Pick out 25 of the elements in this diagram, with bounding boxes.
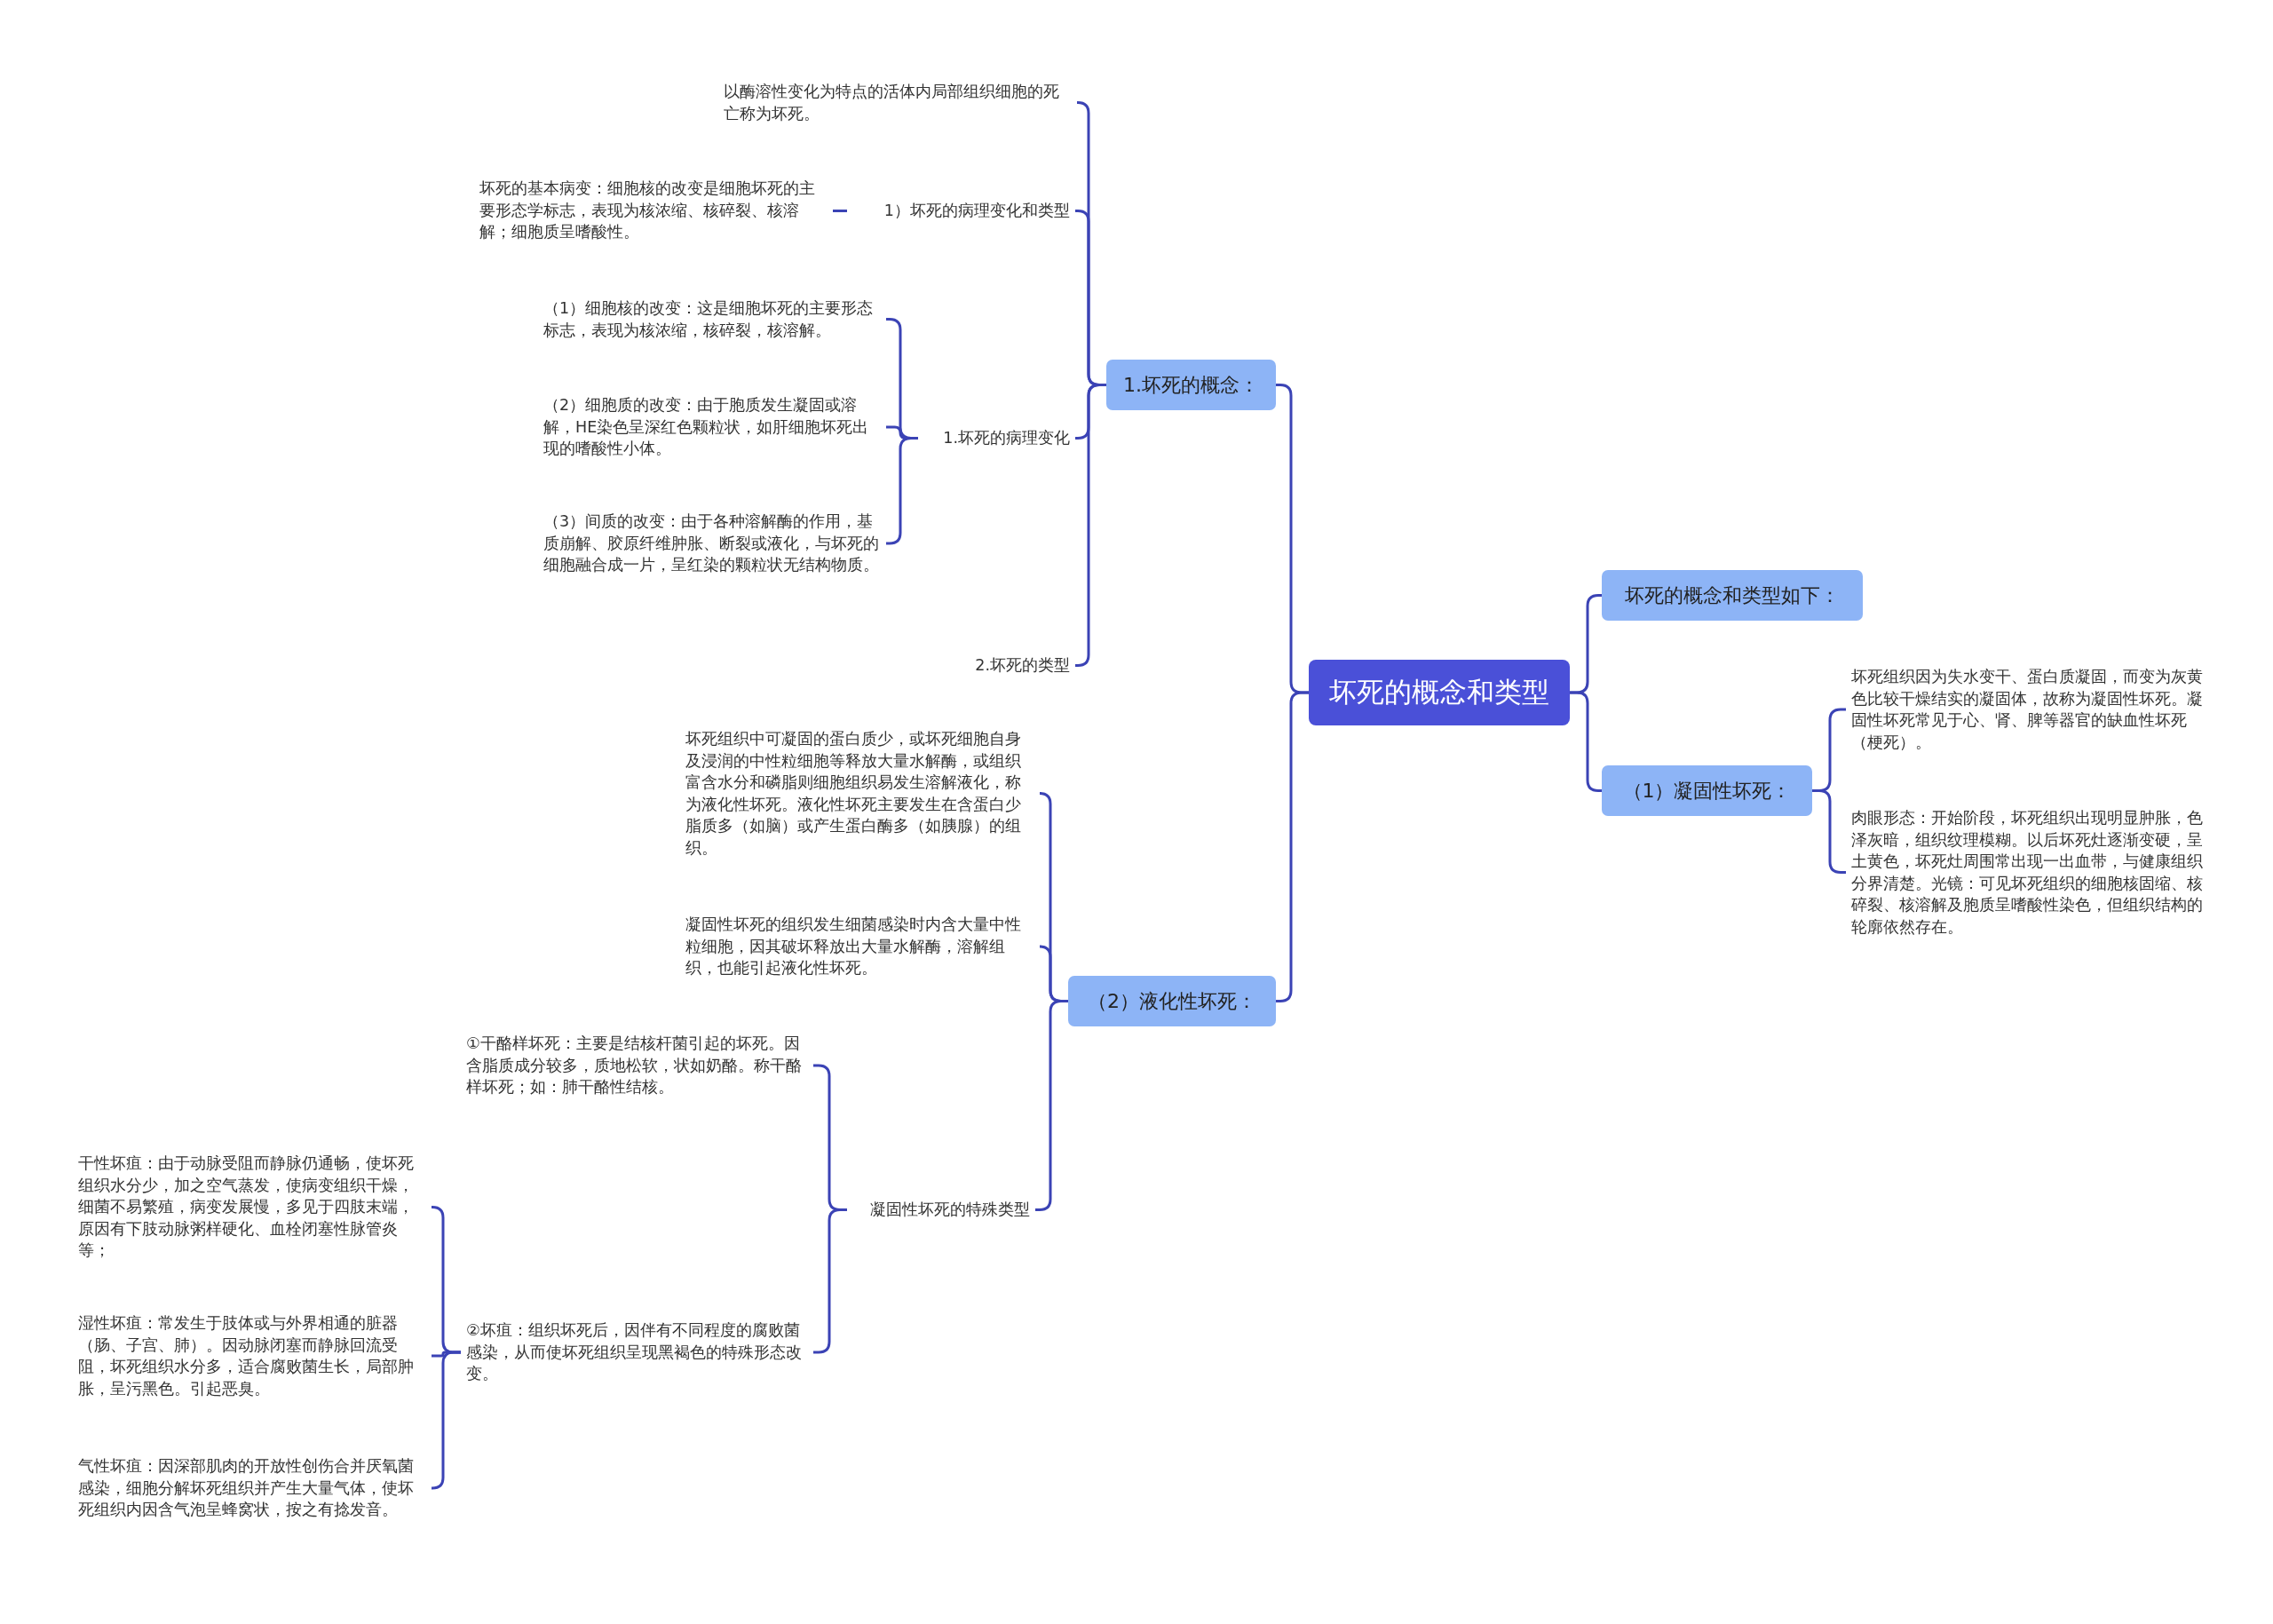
note-text: 2.坏死的类型 [923, 654, 1070, 677]
connector-line [833, 210, 847, 212]
note-text: 气性坏疽：因深部肌肉的开放性创伤合并厌氧菌感染，细胞分解坏死组织并产生大量气体，使坏死组织内因含气泡呈蜂窝状，按之有捻发音。 [78, 1455, 426, 1521]
topic-box: 1.坏死的概念： [1106, 360, 1276, 410]
note-text: 坏死组织因为失水变干、蛋白质凝固，而变为灰黄色比较干燥结实的凝固体，故称为凝固性坏死。凝固性坏死常见于心、肾、脾等器官的缺血性坏死（梗死）。 [1851, 666, 2206, 753]
note-text: ②坏疽：组织坏死后，因伴有不同程度的腐败菌感染，从而使坏死组织呈现黑褐色的特殊形态改变。 [466, 1319, 808, 1385]
topic-box: 坏死的概念和类型如下： [1602, 570, 1863, 621]
note-text: （3）间质的改变：由于各种溶解酶的作用，基质崩解、胶原纤维肿胀、断裂或液化，与坏死的细胞融合成一片，呈红染的颗粒状无结构物质。 [543, 511, 881, 576]
note-text: 湿性坏疽：常发生于肢体或与外界相通的脏器（肠、子宫、肺）。因动脉闭塞而静脉回流受阻，坏死组织水分多，适合腐败菌生长，局部肿胀，呈污黑色。引起恶臭。 [78, 1312, 426, 1399]
note-text: 凝固性坏死的组织发生细菌感染时内含大量中性粒细胞，因其破坏释放出大量水解酶，溶解组织，也能引起液化性坏死。 [685, 914, 1036, 979]
note-text: 以酶溶性变化为特点的活体内局部组织细胞的死亡称为坏死。 [724, 81, 1072, 124]
note-text: ①干酪样坏死：主要是结核杆菌引起的坏死。因含脂质成分较多，质地松软，状如奶酪。称干酪样坏死；如：肺干酪性结核。 [466, 1033, 808, 1098]
note-text: （2）细胞质的改变：由于胞质发生凝固或溶解，HE染色呈深红色颗粒状，如肝细胞坏死出现的嗜酸性小体。 [543, 394, 881, 460]
topic-box: （1）凝固性坏死： [1602, 765, 1812, 816]
note-text: 坏死的基本病变：细胞核的改变是细胞坏死的主要形态学标志，表现为核浓缩、核碎裂、核溶解；细胞质呈嗜酸性。 [479, 178, 828, 243]
note-text: 肉眼形态：开始阶段，坏死组织出现明显肿胀，色泽灰暗，组织纹理模糊。以后坏死灶逐渐变硬，呈土黄色，坏死灶周围常出现一出血带，与健康组织分界清楚。光镜：可见坏死组织的细胞核固缩、核碎裂、核溶解及胞质呈嗜酸性染色，但组织结构的轮廓依然存在。 [1851, 807, 2206, 938]
note-text: 凝固性坏死的特殊类型 [852, 1199, 1030, 1221]
connector-line [431, 1351, 461, 1490]
topic-box: （2）液化性坏死： [1068, 976, 1276, 1026]
note-text: 1）坏死的病理变化和类型 [852, 200, 1070, 222]
note-text: （1）细胞核的改变：这是细胞坏死的主要形态标志，表现为核浓缩，核碎裂，核溶解。 [543, 297, 881, 341]
note-text: 1.坏死的病理变化 [923, 427, 1070, 449]
note-text: 干性坏疽：由于动脉受阻而静脉仍通畅，使坏死组织水分少，加之空气蒸发，使病变组织干燥，细菌不易繁殖，病变发展慢，多见于四肢末端，原因有下肢动脉粥样硬化、血栓闭塞性脉管炎等； [78, 1153, 426, 1262]
central-topic-box: 坏死的概念和类型 [1309, 660, 1570, 725]
note-text: 坏死组织中可凝固的蛋白质少，或坏死细胞自身及浸润的中性粒细胞等释放大量水解酶，或组织富含水分和磷脂则细胞组织易发生溶解液化，称为液化性坏死。液化性坏死主要发生在含蛋白少脂质多（如脑）或产生蛋白酶多（如胰腺）的组织。 [685, 728, 1036, 859]
